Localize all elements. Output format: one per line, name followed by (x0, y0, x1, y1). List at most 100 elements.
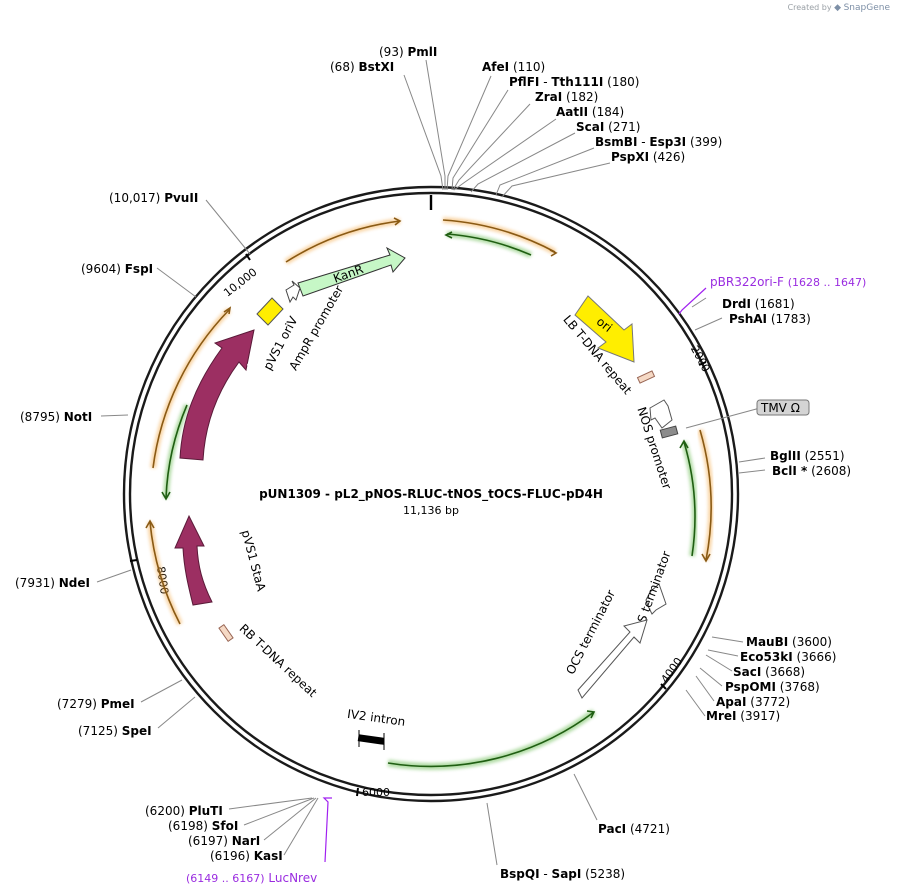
site-leader-lines (96, 59, 766, 866)
orf-right-orange (699, 429, 712, 561)
site-label: MauBI (3600) (746, 635, 832, 649)
leader-plut (228, 797, 313, 810)
site-label: DrdI (1681) (722, 297, 795, 311)
site-label: (93) PmlI (379, 45, 437, 59)
tick-mark (356, 787, 359, 797)
leader-bspq (486, 802, 498, 866)
leader-sfo (243, 797, 315, 826)
tick-mark (660, 683, 667, 690)
orf-upper-left (285, 220, 401, 263)
orf-arrowhead-icon (223, 306, 232, 315)
site-label: ZraI (182) (535, 90, 598, 104)
leader-pspx (501, 162, 611, 198)
credit-brand: SnapGene (843, 3, 890, 13)
leader-pac (573, 773, 598, 821)
rb-tdna-label: RB T-DNA repeat (237, 621, 320, 700)
leader-pflfi (451, 89, 509, 191)
tmv-omega-feature (659, 425, 679, 439)
leader-zra (452, 103, 531, 191)
site-label: ApaI (3772) (716, 695, 790, 709)
site-label: PspXI (426) (611, 150, 685, 164)
site-label: BspQI - SapI (5238) (500, 867, 625, 881)
orf-top-orange (442, 219, 556, 253)
leader-spe (157, 696, 196, 729)
site-labels: (93) PmlI (68) BstXI AfeI (110) PflFI - … (15, 45, 866, 885)
site-label: BsmBI - Esp3I (399) (595, 135, 722, 149)
orf-arcs (145, 217, 715, 770)
rb-tdna-feature (218, 624, 234, 642)
features: KanR AmpR promoter pVS1 oriV pVS1 RepA p… (174, 246, 810, 750)
site-label: PflFI - Tth111I (180) (509, 75, 639, 89)
orf-left-orange (152, 309, 230, 469)
site-label: AfeI (110) (482, 60, 545, 74)
leader-aat (453, 118, 557, 191)
leader-bsmb (495, 147, 595, 196)
tick-label-10000: 10,000 (221, 266, 259, 300)
tmv-omega-label: TMV Ω (760, 401, 800, 415)
site-label: (6200) PluTI (145, 804, 223, 818)
nos-promoter-feature (649, 399, 673, 429)
leader-bstx (403, 74, 444, 191)
leader-afe (446, 75, 492, 191)
site-label: ScaI (271) (576, 120, 640, 134)
pvs1-oriv-feature (256, 297, 284, 326)
orf-arrowhead-icon (679, 439, 689, 449)
leader-bgl (738, 457, 766, 463)
site-label: (6196) KasI (210, 849, 283, 863)
leader-nde (96, 569, 132, 583)
site-label: BglII (2551) (770, 449, 845, 463)
pvs1-staa-label: pVS1 StaA (239, 528, 269, 593)
iv2-intron-label: IV2 intron (346, 707, 406, 729)
leader-not (100, 414, 129, 417)
leader-apa (695, 675, 715, 702)
tick-mark (698, 361, 707, 366)
leader-fsp (156, 267, 197, 298)
orf-arrowhead-icon (586, 710, 596, 719)
plasmid-name: pUN1309 - pL2_pNOS-RLUC-tNOS_tOCS-FLUC-p… (259, 487, 603, 502)
site-label: (6197) NarI (188, 834, 260, 848)
leader-pspo (699, 667, 723, 687)
leader-drd (691, 297, 707, 308)
leader-eco (707, 649, 739, 657)
site-label: (7125) SpeI (78, 724, 152, 738)
backbone (122, 185, 740, 803)
site-label: (9604) FspI (81, 262, 153, 276)
orf-arrowhead-icon (161, 491, 171, 501)
leader-pml (425, 59, 446, 190)
orf-arrowhead-icon (701, 553, 711, 563)
tmv-leader-line (685, 407, 761, 429)
lb-tdna-feature (636, 370, 656, 384)
nos-terminator-feature (645, 583, 667, 615)
site-label: PshAI (1783) (729, 312, 811, 326)
primer-pbr322ori-f (678, 287, 707, 315)
snapgene-credit: Created by ◆ SnapGene (788, 3, 890, 13)
leader-psha (694, 317, 723, 331)
leader-bcl (738, 469, 766, 474)
orf-right-green (683, 441, 696, 557)
orf-arrowhead-icon (549, 249, 558, 257)
primer-label: (6149 .. 6167) LucNrev (186, 871, 317, 885)
tick-label-6000: 6000 (362, 786, 390, 799)
leader-sac (705, 654, 733, 672)
leader-pvu (205, 199, 251, 255)
ori-feature (574, 295, 635, 363)
plasmid-length: 11,136 bp (403, 504, 459, 517)
site-label: SacI (3668) (733, 665, 805, 679)
primer-lucnrev (322, 797, 332, 863)
iv2-intron-feature (357, 734, 385, 745)
orf-lower-left (149, 521, 181, 625)
site-label: (7279) PmeI (57, 697, 135, 711)
pvs1-repa-feature (179, 329, 255, 461)
orf-arrowhead-icon (145, 519, 155, 529)
leader-mau (711, 636, 744, 643)
snapgene-logo-icon: ◆ (834, 3, 842, 13)
kanr-label: KanR (331, 262, 365, 286)
orf-arrowhead-icon (444, 231, 453, 239)
pvs1-staa-feature (174, 514, 213, 606)
tick-label-2000: 2000 (688, 343, 713, 374)
orf-arrowhead-icon (393, 217, 402, 226)
site-label: AatII (184) (556, 105, 624, 119)
tmv-omega-badge (756, 399, 810, 416)
site-label: (7931) NdeI (15, 576, 90, 590)
